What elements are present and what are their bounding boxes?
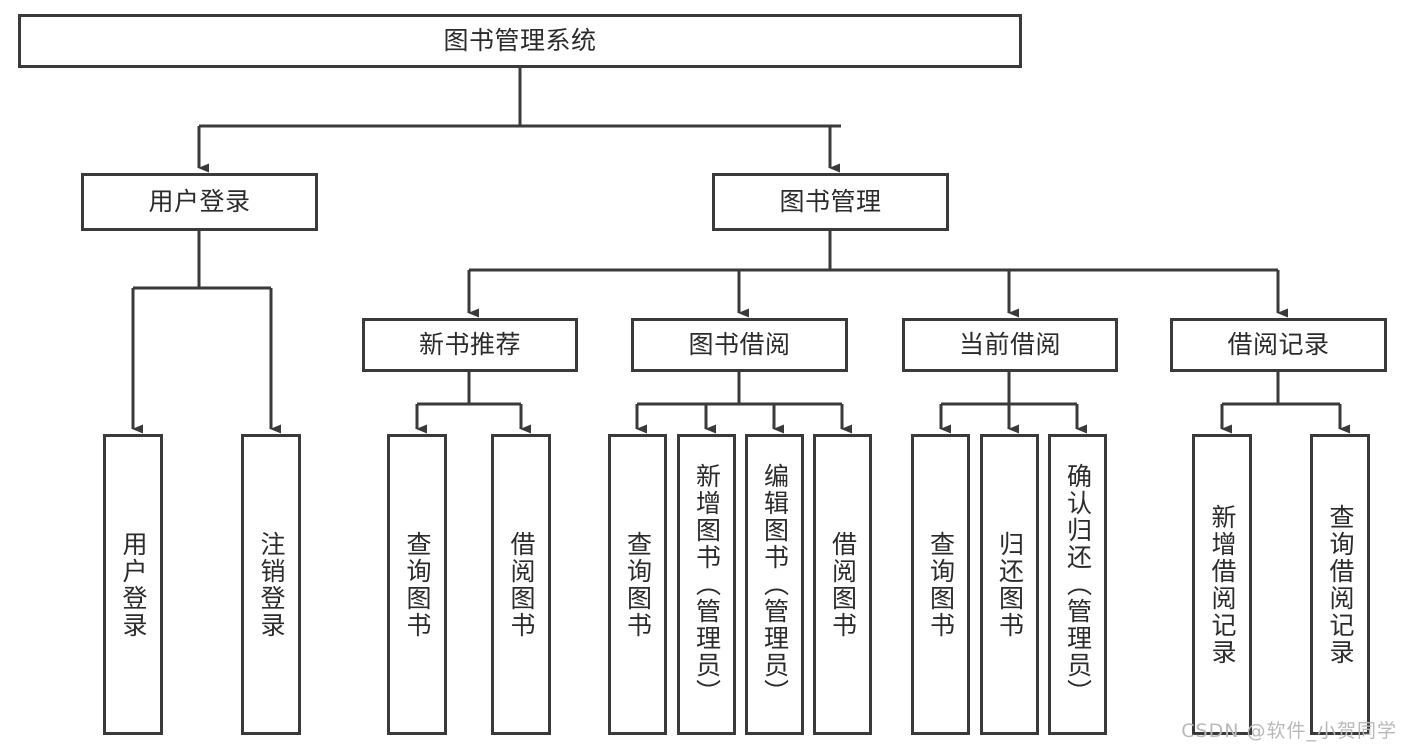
node-label: 查询图书	[623, 530, 653, 639]
node-label: 当前借阅	[958, 330, 1061, 359]
node-label: 借阅记录	[1227, 330, 1330, 359]
node-leaf-borrow-book-1[interactable]: 借阅图书	[491, 434, 551, 735]
node-label: 借阅图书	[828, 530, 858, 639]
node-new-book-recommend[interactable]: 新书推荐	[362, 318, 578, 372]
node-label: 归还图书	[995, 530, 1025, 639]
node-leaf-query-record[interactable]: 查询借阅记录	[1310, 434, 1370, 735]
node-leaf-query-book-2[interactable]: 查询图书	[608, 434, 667, 735]
node-borrow-record[interactable]: 借阅记录	[1170, 318, 1387, 372]
node-leaf-add-record[interactable]: 新增借阅记录	[1192, 434, 1252, 735]
csdn-watermark: CSDN @软件_小贺同学	[1181, 720, 1397, 742]
node-book-borrow[interactable]: 图书借阅	[631, 318, 848, 372]
node-label: 用户登录	[148, 187, 251, 216]
node-leaf-return-book[interactable]: 归还图书	[980, 434, 1039, 735]
node-label: 图书借阅	[688, 330, 791, 359]
node-label: 查询图书	[926, 530, 956, 639]
node-leaf-edit-book[interactable]: 编辑图书（管理员）	[745, 434, 804, 735]
node-label: 用户登录	[119, 530, 148, 639]
node-label: 新增借阅记录	[1208, 503, 1237, 666]
node-leaf-borrow-book-2[interactable]: 借阅图书	[813, 434, 872, 735]
node-label: 确认归还（管理员）	[1063, 463, 1093, 706]
node-label: 查询图书	[403, 530, 432, 639]
node-leaf-logout-login[interactable]: 注销登录	[241, 434, 301, 735]
node-label: 图书管理系统	[443, 26, 597, 55]
node-leaf-user-login[interactable]: 用户登录	[103, 434, 163, 735]
node-root-book-management-system[interactable]: 图书管理系统	[18, 14, 1022, 68]
node-current-borrow[interactable]: 当前借阅	[902, 318, 1118, 372]
node-label: 图书管理	[779, 187, 882, 216]
node-label: 编辑图书（管理员）	[760, 463, 790, 706]
node-user-login[interactable]: 用户登录	[81, 173, 318, 231]
node-leaf-add-book[interactable]: 新增图书（管理员）	[677, 434, 736, 735]
node-leaf-confirm-return[interactable]: 确认归还（管理员）	[1048, 434, 1107, 735]
node-leaf-query-book-1[interactable]: 查询图书	[387, 434, 447, 735]
node-leaf-query-book-3[interactable]: 查询图书	[911, 434, 970, 735]
node-label: 查询借阅记录	[1326, 503, 1355, 666]
node-label: 新书推荐	[418, 330, 521, 359]
node-label: 借阅图书	[507, 530, 536, 639]
node-book-manage[interactable]: 图书管理	[712, 173, 949, 231]
node-label: 新增图书（管理员）	[692, 463, 722, 706]
node-label: 注销登录	[257, 530, 286, 639]
